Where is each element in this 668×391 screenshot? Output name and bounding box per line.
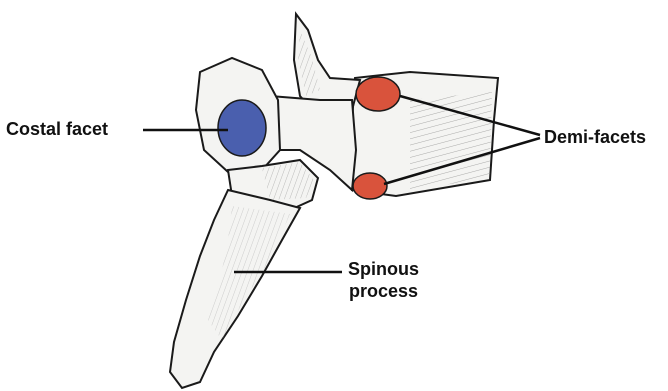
spinous-process-label-line1: Spinous xyxy=(348,258,419,280)
costal-facet-label: Costal facet xyxy=(6,118,108,140)
spinous-process-label-line2: process xyxy=(348,280,419,302)
demi-facets-label: Demi-facets xyxy=(544,126,646,148)
spinous-process-label: Spinous process xyxy=(348,258,419,302)
vertebral-body-shading xyxy=(410,92,492,190)
demi-facet-upper-mark xyxy=(356,77,400,111)
costal-facet-mark xyxy=(218,100,266,156)
demi-facet-lower-mark xyxy=(353,173,387,199)
